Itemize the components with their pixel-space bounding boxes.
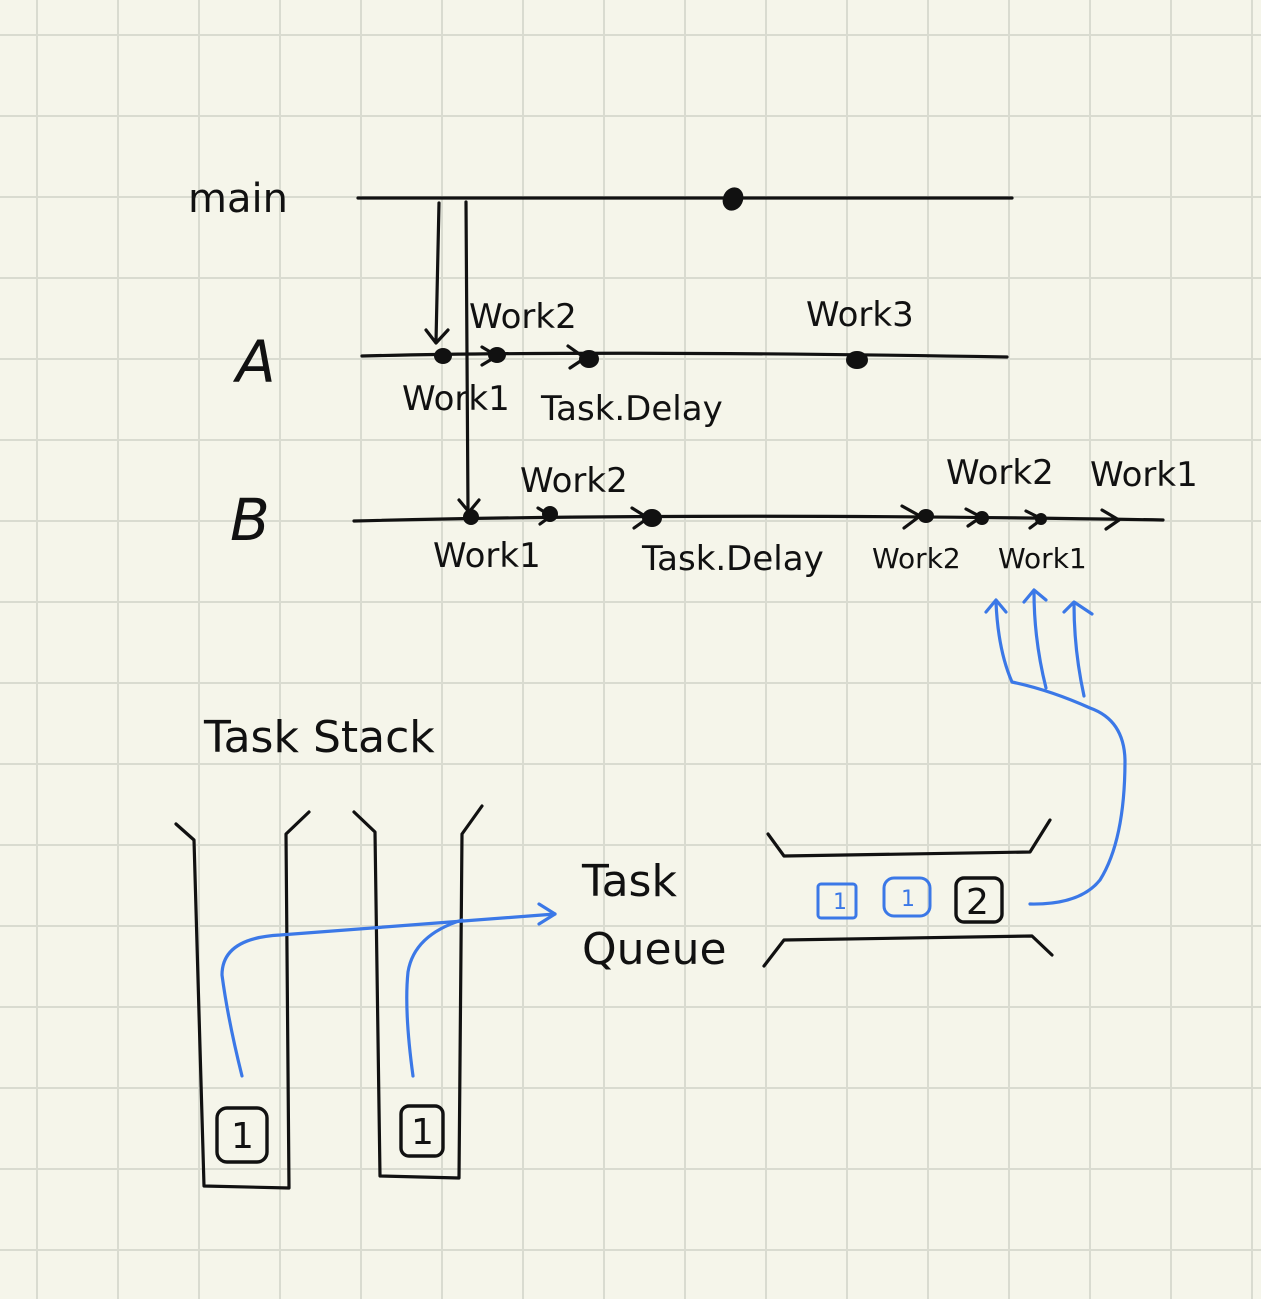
b-event-work2 [542,506,558,522]
b-event-work1 [463,509,479,525]
task-queue: Task Queue 1 1 2 [581,818,1054,975]
task-stack: Task Stack 1 1 [174,712,484,1190]
b-event-work1-resume [975,511,989,525]
lane-line-a [360,351,1009,359]
enqueue-arrow-stack-1 [220,912,557,1078]
queue-item-3-label: 2 [966,882,989,923]
timeline-lanes: main A B [188,176,1165,554]
main-event-dot [722,187,744,211]
queue-bottom-rail [762,934,1054,968]
b-event-work1-end [1035,513,1047,525]
lane-a-events: Work2 Work3 Work1 Task.Delay [402,295,914,429]
enqueue-arrows [220,902,557,1078]
queue-item-2-label: 1 [901,887,915,912]
task-queue-title-line2: Queue [582,924,727,975]
queue-item-2 [882,876,932,918]
spawn-arrowhead-a [424,328,450,345]
stack-item-1 [215,1106,269,1164]
lane-b-events: Work2 Work2 Work1 Work1 Task.Delay Work2… [433,453,1198,579]
b-event-task-delay [642,509,662,527]
lane-label-a: A [232,328,276,396]
b-label-work2-bottom: Work2 [872,542,961,575]
b-label-task-delay: Task.Delay [641,539,824,579]
dequeue-arrow-path [1032,590,1048,690]
a-event-task-delay [579,350,599,368]
a-event-work1 [434,348,452,364]
a-event-work2 [488,347,506,363]
a-label-work3: Work3 [806,295,914,335]
a-label-task-delay: Task.Delay [540,389,723,429]
b-arrow-mark [1100,508,1121,531]
dequeue-arrow-path [1072,602,1086,698]
b-event-work2-resume [918,509,934,523]
stack-container-2 [352,804,484,1180]
b-label-work2: Work2 [520,461,628,501]
stack-item-1-label: 1 [231,1116,254,1157]
dequeue-arrow-path [994,600,1127,906]
spawn-arrows [424,200,481,514]
a-label-work2: Work2 [469,297,577,337]
queue-top-rail [766,818,1052,858]
a-event-work3 [846,351,868,369]
dequeue-arrowhead [984,598,1008,614]
dequeue-arrowhead [1062,600,1094,616]
enqueue-arrowhead [537,902,557,926]
task-stack-title: Task Stack [203,712,435,763]
b-label-work1-bottom: Work1 [998,542,1087,575]
spawn-arrow-to-a [434,201,441,344]
task-queue-title-line1: Task [581,856,677,907]
stack-item-2-label: 1 [411,1112,434,1153]
a-label-work1: Work1 [402,379,510,419]
stack-item-2 [399,1104,445,1158]
b-label-work1-top: Work1 [1090,455,1198,495]
lane-line-b [352,514,1165,523]
queue-item-1 [816,882,858,920]
dequeue-arrowhead [1022,588,1048,604]
dequeue-arrows [984,588,1127,906]
spawn-arrow-to-b [464,200,470,512]
lane-label-main: main [188,176,288,222]
queue-item-3 [954,876,1004,924]
lane-label-b: B [230,486,270,554]
enqueue-arrow-stack-2 [405,918,464,1078]
queue-item-1-label: 1 [833,890,847,915]
b-label-work2-top: Work2 [946,453,1054,493]
b-label-work1: Work1 [433,536,541,576]
stack-container-1 [174,810,311,1190]
